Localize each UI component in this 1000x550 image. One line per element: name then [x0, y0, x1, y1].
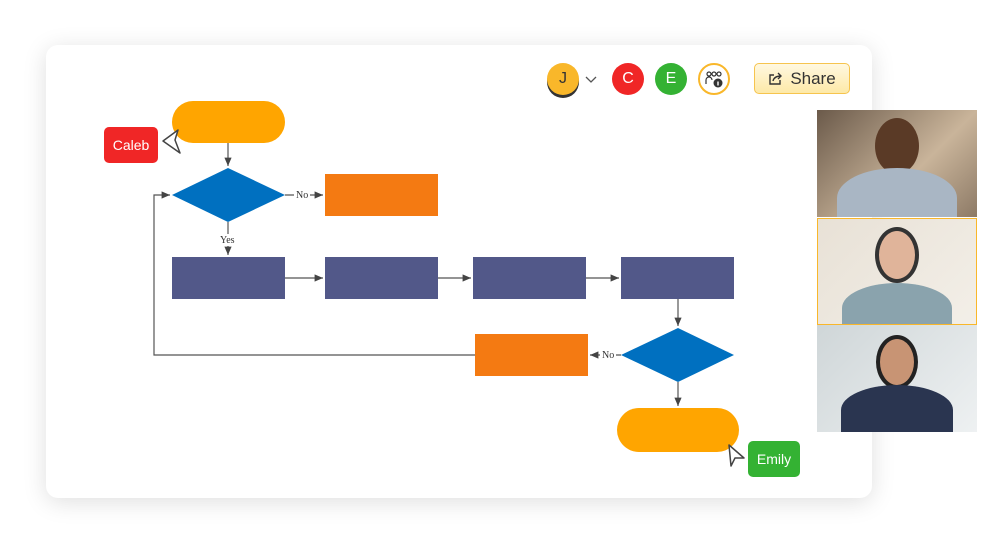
chevron-down-icon[interactable] [585, 76, 597, 84]
video-tile-2-active[interactable] [817, 218, 977, 325]
end-terminal[interactable] [617, 408, 739, 452]
process-3[interactable] [473, 257, 586, 299]
participant-face [875, 227, 919, 283]
alt-process-2[interactable] [475, 334, 588, 376]
share-button[interactable]: Share [754, 63, 850, 94]
edge-label-no: No [296, 190, 308, 201]
cursor-label-caleb: Caleb [104, 127, 158, 163]
participant-face [876, 335, 918, 389]
participant-body [841, 385, 953, 432]
decision-1[interactable] [172, 168, 285, 222]
start-terminal[interactable] [172, 101, 285, 143]
process-2[interactable] [325, 257, 438, 299]
share-icon [769, 72, 783, 85]
edge-label-no: No [602, 350, 614, 361]
participant-body [837, 168, 957, 217]
cursor-label-emily: Emily [748, 441, 800, 477]
participant-face [875, 118, 919, 174]
video-tile-1[interactable] [817, 110, 977, 217]
alt-process-1[interactable] [325, 174, 438, 216]
decision-2[interactable] [621, 328, 734, 382]
avatar-e[interactable]: E [655, 63, 687, 95]
emily-cursor-icon [728, 444, 745, 467]
edge-label-yes: Yes [220, 235, 235, 246]
video-tile-3[interactable] [817, 325, 977, 432]
process-4[interactable] [621, 257, 734, 299]
share-label: Share [790, 68, 836, 88]
participant-body [842, 283, 952, 324]
participants-info-icon[interactable] [698, 63, 730, 95]
avatar-j[interactable]: J [547, 63, 579, 95]
loop-connector [153, 191, 475, 356]
process-1[interactable] [172, 257, 285, 299]
avatar-c[interactable]: C [612, 63, 644, 95]
caleb-cursor-icon [162, 129, 181, 154]
